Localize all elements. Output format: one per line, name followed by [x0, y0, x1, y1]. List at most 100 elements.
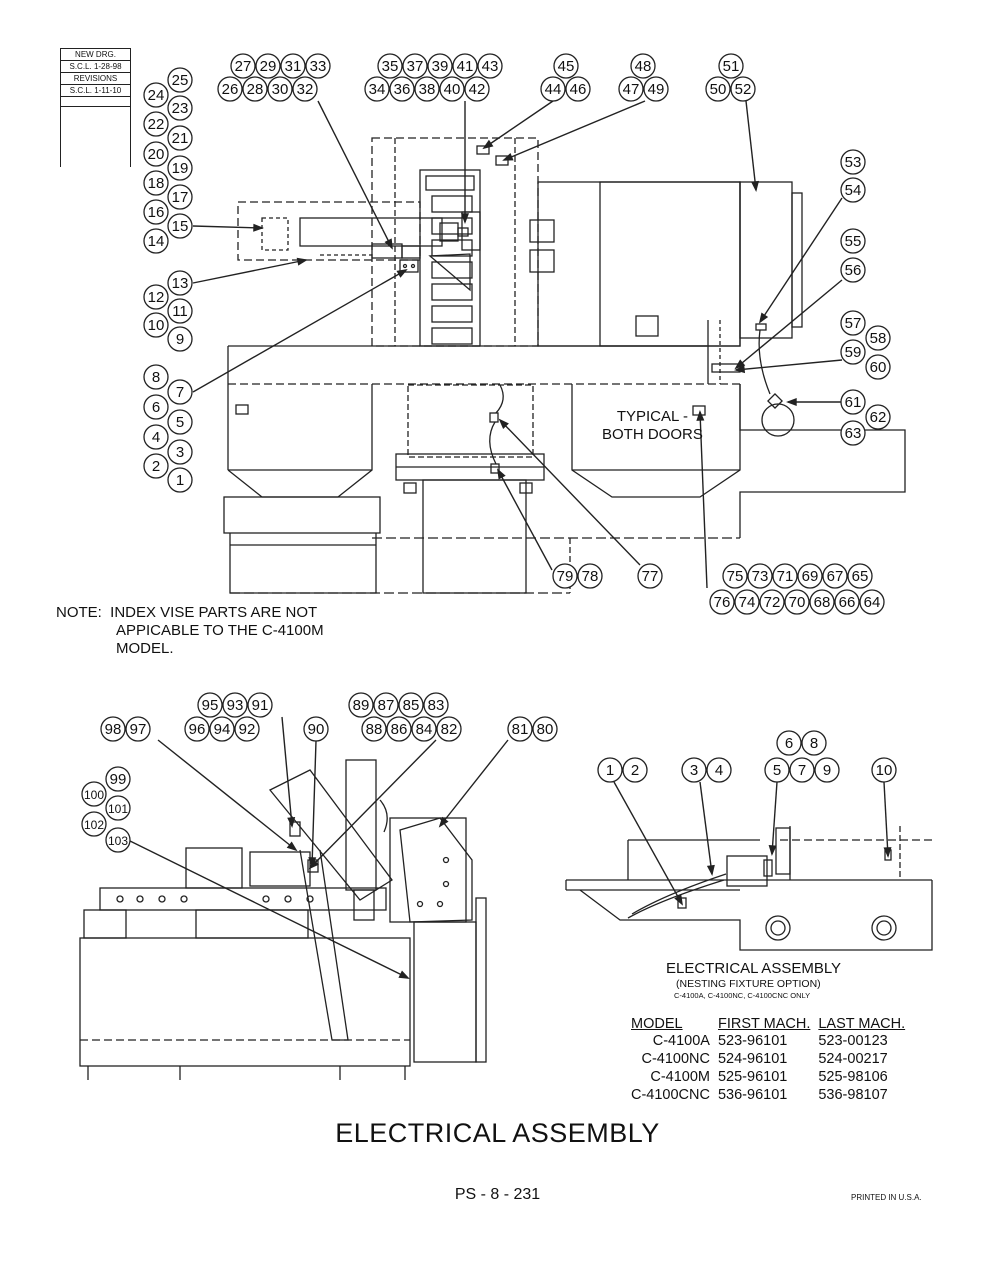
leader-line: [699, 781, 713, 875]
leader-arrowhead: [396, 269, 408, 278]
leader-arrowhead: [696, 410, 705, 421]
leader-line: [497, 469, 553, 571]
leader-arrowhead: [253, 223, 264, 232]
callout-top-view-32: 32: [292, 76, 318, 102]
callout-top-view-13: 13: [167, 270, 193, 296]
svg-text:64: 64: [864, 594, 881, 611]
leader-arrowhead: [438, 816, 449, 828]
callout-top-view-14: 14: [143, 228, 169, 254]
callout-side-view-102: 102: [81, 811, 107, 837]
callout-top-view-26: 26: [217, 76, 243, 102]
svg-text:62: 62: [870, 409, 887, 426]
callout-top-view-31: 31: [280, 53, 306, 79]
callout-side-view-103: 103: [105, 827, 131, 853]
callout-top-view-52: 52: [730, 76, 756, 102]
leader-arrowhead: [674, 894, 683, 906]
callout-nesting-view-1: 1: [597, 757, 623, 783]
callout-top-view-69: 69: [797, 563, 823, 589]
callout-top-view-20: 20: [143, 141, 169, 167]
callout-nesting-view-6: 6: [776, 730, 802, 756]
first-mach-cell: 525-96101: [717, 1069, 788, 1085]
leader-line: [499, 419, 641, 566]
note-line-3: MODEL.: [116, 640, 174, 657]
svg-text:79: 79: [557, 568, 574, 585]
leader-arrowhead: [768, 845, 777, 856]
svg-text:55: 55: [845, 233, 862, 250]
svg-text:34: 34: [369, 81, 386, 98]
revision-date: S.C.L. 1-11-10: [61, 84, 130, 96]
svg-text:81: 81: [512, 721, 529, 738]
callout-top-view-11: 11: [167, 298, 193, 324]
svg-text:65: 65: [852, 568, 869, 585]
callout-top-view-74: 74: [734, 589, 760, 615]
leader-line: [771, 781, 778, 855]
leader-arrowhead: [398, 970, 410, 979]
callout-top-view-70: 70: [784, 589, 810, 615]
svg-text:48: 48: [635, 58, 652, 75]
svg-text:6: 6: [785, 735, 793, 752]
page-number: PS - 8 - 231: [454, 1186, 541, 1203]
svg-text:100: 100: [84, 788, 104, 802]
leader-line: [192, 259, 307, 284]
svg-text:45: 45: [558, 58, 575, 75]
svg-text:57: 57: [845, 315, 862, 332]
first-mach-cell: 523-96101: [717, 1033, 788, 1049]
callout-top-view-54: 54: [840, 177, 866, 203]
callout-top-view-56: 56: [840, 257, 866, 283]
last-mach-cell: 525-98106: [818, 1069, 888, 1085]
leader-arrowhead: [497, 468, 506, 480]
callout-top-view-41: 41: [452, 53, 478, 79]
svg-text:23: 23: [172, 100, 189, 117]
svg-text:8: 8: [810, 735, 818, 752]
printed-in-usa: PRINTED IN U.S.A.: [851, 1193, 922, 1202]
callout-top-view-18: 18: [143, 170, 169, 196]
callout-side-view-97: 97: [125, 716, 151, 742]
svg-text:1: 1: [606, 762, 614, 779]
svg-text:49: 49: [648, 81, 665, 98]
svg-text:69: 69: [802, 568, 819, 585]
callout-top-view-72: 72: [759, 589, 785, 615]
callout-nesting-view-4: 4: [706, 757, 732, 783]
svg-text:24: 24: [148, 87, 165, 104]
svg-text:12: 12: [148, 289, 165, 306]
svg-text:101: 101: [108, 802, 128, 816]
callout-top-view-47: 47: [618, 76, 644, 102]
callout-top-view-7: 7: [167, 379, 193, 405]
model-table-header: MODEL FIRST MACH. LAST MACH.: [627, 1016, 909, 1032]
last-mach-cell: 536-98107: [818, 1087, 888, 1103]
svg-text:56: 56: [845, 262, 862, 279]
leader-line: [745, 100, 757, 191]
svg-text:32: 32: [297, 81, 314, 98]
svg-text:18: 18: [148, 175, 165, 192]
callout-nesting-view-9: 9: [814, 757, 840, 783]
callout-side-view-82: 82: [436, 716, 462, 742]
callout-top-view-40: 40: [439, 76, 465, 102]
typical-both-doors-label: TYPICAL - BOTH DOORS: [602, 408, 703, 444]
svg-text:17: 17: [172, 189, 189, 206]
callout-side-view-87: 87: [373, 692, 399, 718]
callout-top-view-53: 53: [840, 149, 866, 175]
svg-text:38: 38: [419, 81, 436, 98]
svg-text:92: 92: [239, 721, 256, 738]
model-cell: C-4100A: [652, 1033, 710, 1049]
callout-side-view-93: 93: [222, 692, 248, 718]
leader-line: [735, 279, 843, 369]
callout-side-view-88: 88: [361, 716, 387, 742]
svg-text:54: 54: [845, 182, 862, 199]
svg-text:2: 2: [152, 458, 160, 475]
callout-top-view-48: 48: [630, 53, 656, 79]
svg-text:93: 93: [227, 697, 244, 714]
svg-text:52: 52: [735, 81, 752, 98]
svg-text:43: 43: [482, 58, 499, 75]
leader-arrowhead: [482, 139, 494, 150]
callout-top-view-63: 63: [840, 420, 866, 446]
callout-top-view-29: 29: [255, 53, 281, 79]
callout-top-view-59: 59: [840, 339, 866, 365]
svg-text:7: 7: [176, 384, 184, 401]
svg-text:94: 94: [214, 721, 231, 738]
callout-nesting-view-3: 3: [681, 757, 707, 783]
model-cell: C-4100CNC: [631, 1087, 710, 1103]
callout-top-view-46: 46: [565, 76, 591, 102]
svg-text:74: 74: [739, 594, 756, 611]
